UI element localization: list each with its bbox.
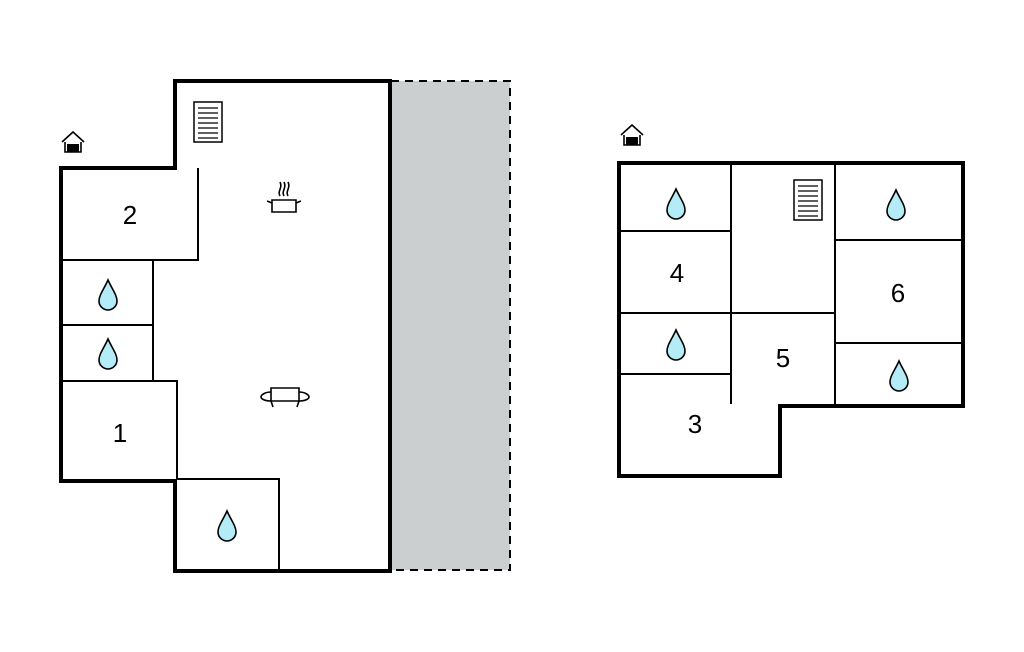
room-2-label: 2 [123, 200, 137, 230]
bathroom-drop-icon [98, 279, 118, 311]
bathroom-drop-icon [666, 188, 686, 220]
bathroom-drop-icon [886, 189, 906, 221]
bathroom-drop-icon [98, 338, 118, 370]
kitchen-pot-icon [266, 181, 302, 213]
stairs-icon [193, 101, 223, 143]
room-1-label: 1 [113, 418, 127, 448]
room-2-partition [63, 168, 199, 261]
ground-floor-plan: 2 1 [59, 79, 511, 573]
house-entrance-icon [620, 124, 644, 146]
bathroom-drop-icon [889, 360, 909, 392]
upper-floor-plan: 4 5 6 3 [617, 124, 965, 478]
house-entrance-icon [61, 131, 85, 153]
room-6-label: 6 [891, 278, 905, 308]
ground-floor-outer-wall [59, 79, 392, 573]
room-3-label: 3 [688, 409, 702, 439]
stairs-icon [793, 179, 823, 221]
right-column-dividers [835, 239, 961, 344]
bathroom-bottom-partition [177, 478, 280, 569]
left-column-dividers [621, 230, 731, 375]
room-4-label: 4 [670, 258, 684, 288]
terrace-area [390, 80, 511, 571]
room-1-partition [63, 380, 178, 479]
room-5-label: 5 [776, 343, 790, 373]
bathroom-drop-icon [217, 510, 237, 542]
sofa-icon [260, 387, 310, 408]
bathroom-top-partition [63, 260, 154, 381]
upper-floor-outer-wall [617, 161, 965, 478]
bathroom-drop-icon [666, 329, 686, 361]
